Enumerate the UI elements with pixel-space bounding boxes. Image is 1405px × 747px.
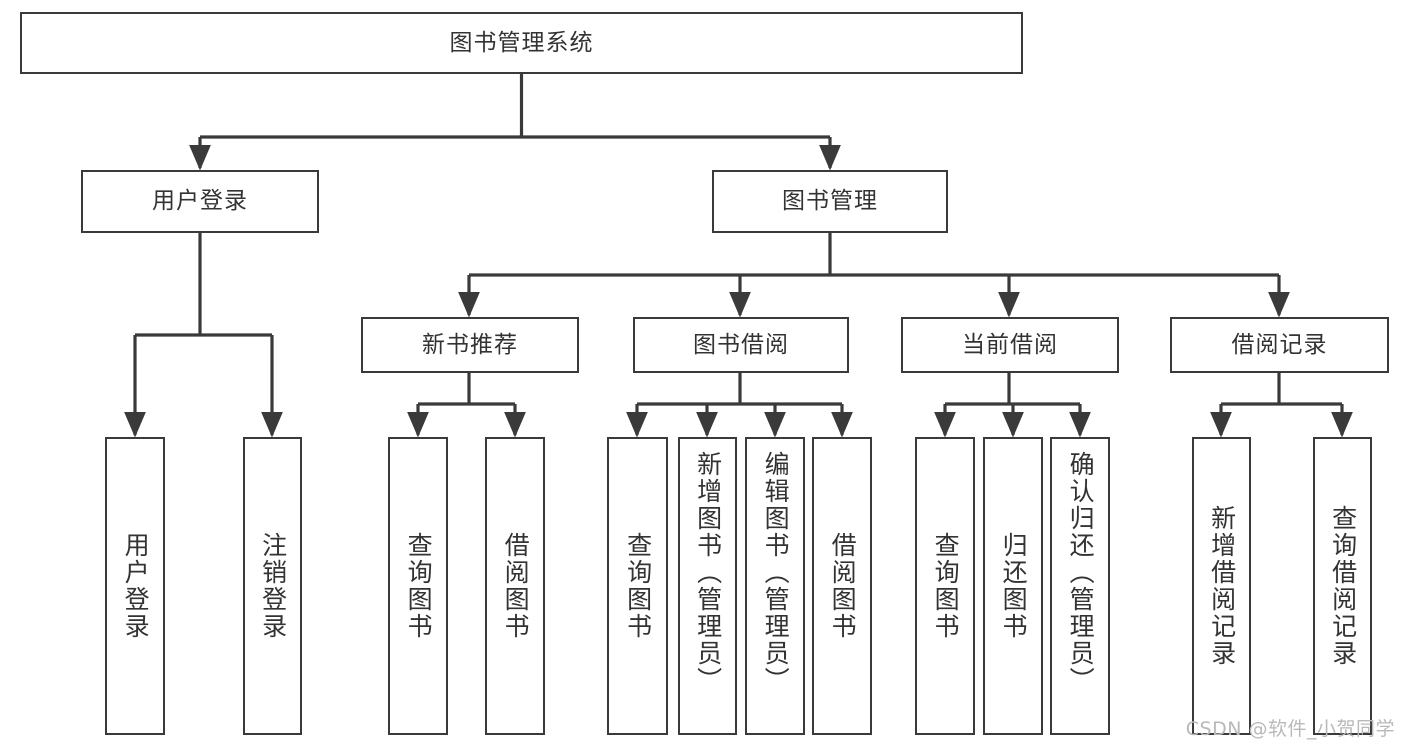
node-leaf-query-book-1[interactable]: 查询图书 (388, 437, 448, 735)
node-borrow-record-label: 借阅记录 (1231, 331, 1328, 358)
node-leaf-user-login[interactable]: 用户登录 (105, 437, 165, 735)
node-leaf-confirm-return[interactable]: 确认归还（管理员） (1050, 437, 1110, 735)
node-leaf-add-book-label: 新增图书（管理员） (693, 451, 723, 694)
node-leaf-return-book[interactable]: 归还图书 (983, 437, 1043, 735)
node-new-book-recommend-label: 新书推荐 (422, 331, 518, 358)
node-leaf-add-record[interactable]: 新增借阅记录 (1192, 437, 1251, 735)
node-leaf-borrow-book-1-label: 借阅图书 (501, 532, 531, 640)
node-leaf-query-record-label: 查询借阅记录 (1328, 505, 1358, 667)
node-leaf-query-book-2-label: 查询图书 (623, 532, 653, 640)
node-leaf-return-book-label: 归还图书 (999, 532, 1029, 640)
node-root-system-label: 图书管理系统 (449, 29, 594, 56)
node-leaf-query-book-3[interactable]: 查询图书 (915, 437, 975, 735)
node-leaf-borrow-book-2-label: 借阅图书 (828, 532, 858, 640)
node-leaf-query-book-3-label: 查询图书 (931, 532, 961, 640)
node-leaf-user-logout-label: 注销登录 (258, 532, 288, 640)
node-leaf-edit-book[interactable]: 编辑图书（管理员） (745, 437, 805, 735)
node-leaf-user-login-label: 用户登录 (121, 532, 151, 640)
node-current-borrow-label: 当前借阅 (962, 331, 1058, 358)
node-borrow-record[interactable]: 借阅记录 (1170, 317, 1389, 373)
node-leaf-query-book-2[interactable]: 查询图书 (607, 437, 668, 735)
node-leaf-borrow-book-2[interactable]: 借阅图书 (812, 437, 872, 735)
node-book-manage[interactable]: 图书管理 (712, 170, 948, 233)
node-leaf-edit-book-label: 编辑图书（管理员） (761, 451, 791, 694)
node-leaf-add-record-label: 新增借阅记录 (1207, 505, 1237, 667)
node-book-borrow-label: 图书借阅 (693, 331, 789, 358)
node-root-system[interactable]: 图书管理系统 (20, 12, 1023, 74)
node-leaf-borrow-book-1[interactable]: 借阅图书 (485, 437, 545, 735)
node-new-book-recommend[interactable]: 新书推荐 (361, 317, 579, 373)
node-book-borrow[interactable]: 图书借阅 (633, 317, 849, 373)
node-user-login[interactable]: 用户登录 (81, 170, 319, 233)
node-leaf-add-book[interactable]: 新增图书（管理员） (678, 437, 737, 735)
node-current-borrow[interactable]: 当前借阅 (901, 317, 1119, 373)
node-leaf-query-book-1-label: 查询图书 (404, 532, 434, 640)
node-book-manage-label: 图书管理 (782, 188, 878, 215)
node-user-login-label: 用户登录 (152, 188, 248, 215)
node-leaf-user-logout[interactable]: 注销登录 (243, 437, 302, 735)
node-leaf-confirm-return-label: 确认归还（管理员） (1066, 451, 1096, 694)
node-leaf-query-record[interactable]: 查询借阅记录 (1313, 437, 1372, 735)
